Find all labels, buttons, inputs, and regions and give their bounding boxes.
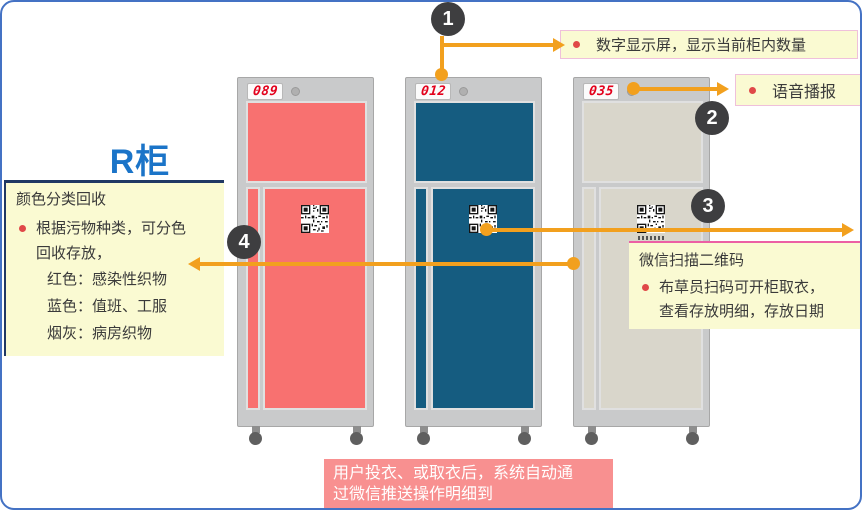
arrow-2-anchor-icon (627, 82, 640, 95)
note-bullet-text: 布草员扫码可开柜取衣， 查看存放明细，存放日期 (659, 276, 824, 324)
digital-display-note: 数字显示屏，显示当前柜内数量 (560, 30, 858, 59)
voice-broadcast-note: 语音播报 (735, 74, 860, 106)
arrow-4-line (200, 262, 574, 266)
bullet-line: 布草员扫码可开柜取衣， (659, 279, 825, 296)
arrow-3-anchor-icon (480, 223, 493, 236)
legend-blue: 蓝色：值班、工服 (47, 298, 168, 315)
legend-red: 红色：感染性织物 (47, 271, 168, 288)
wechat-scan-note: 微信扫描二维码 布草员扫码可开柜取衣， 查看存放明细，存放日期 (629, 241, 860, 329)
bullet-icon (749, 86, 756, 94)
round-button-icon (291, 86, 300, 96)
qr-code-icon (301, 205, 329, 233)
step-badge-1: 1 (431, 2, 465, 36)
step-badge-4: 4 (227, 225, 261, 259)
main-door (263, 187, 367, 410)
digital-display: 035 (583, 82, 619, 100)
digital-display: 089 (247, 82, 283, 100)
caster-wheel (350, 426, 364, 447)
arrow-1-anchor-icon (435, 68, 448, 81)
arrow-4-head-icon (188, 257, 200, 271)
page-title: R柜 (109, 143, 171, 181)
strip-door (582, 187, 596, 410)
main-door (431, 187, 535, 410)
strip-door (414, 187, 428, 410)
arrow-1-head-icon (553, 38, 565, 52)
upper-door (246, 101, 367, 183)
note-line: 用户投衣、或取衣后，系统自动通 (333, 465, 574, 482)
caster-wheel (585, 426, 599, 447)
legend-gray: 烟灰：病房织物 (47, 325, 153, 342)
bullet-line: 根据污物种类，可分色 (36, 220, 187, 237)
step-badge-3: 3 (691, 189, 725, 223)
bullet-line: 回收存放， (36, 245, 112, 262)
arrow-2-head-icon (717, 82, 729, 96)
arrow-1-line (440, 36, 444, 76)
note-title: 微信扫描二维码 (639, 252, 745, 269)
cabinet-blue: 012 (405, 77, 542, 445)
note-text: 数字显示屏，显示当前柜内数量 (596, 37, 807, 54)
push-notification-note: 用户投衣、或取衣后，系统自动通 过微信推送操作明细到 (324, 459, 613, 508)
arrow-4-anchor-icon (567, 257, 580, 270)
caster-wheel (518, 426, 532, 447)
caster-wheel (686, 426, 700, 447)
note-bullet-text: 根据污物种类，可分色 回收存放， (36, 216, 186, 266)
bullet-icon (19, 225, 26, 232)
arrow-1-line (440, 43, 554, 47)
cabinet-red: 089 (237, 77, 374, 445)
round-button-icon (459, 86, 468, 96)
note-line: 过微信推送操作明细到 (333, 486, 494, 503)
qr-caption (638, 236, 664, 240)
caster-wheel (417, 426, 431, 447)
bullet-line: 查看存放明细，存放日期 (659, 303, 825, 320)
arrow-2-line (634, 87, 718, 91)
upper-door (582, 101, 703, 183)
bullet-icon (573, 41, 580, 48)
bullet-icon (642, 284, 649, 291)
note-title: 颜色分类回收 (16, 191, 107, 208)
note-text: 语音播报 (772, 84, 837, 101)
color-sorting-note: 颜色分类回收 根据污物种类，可分色 回收存放， 红色：感染性织物 蓝色：值班、工… (4, 180, 224, 356)
arrow-3-line (487, 228, 843, 232)
step-badge-2: 2 (695, 101, 729, 135)
upper-door (414, 101, 535, 183)
digital-display: 012 (415, 82, 451, 100)
caster-wheel (249, 426, 263, 447)
arrow-3-head-icon (842, 223, 854, 237)
strip-door (246, 187, 260, 410)
